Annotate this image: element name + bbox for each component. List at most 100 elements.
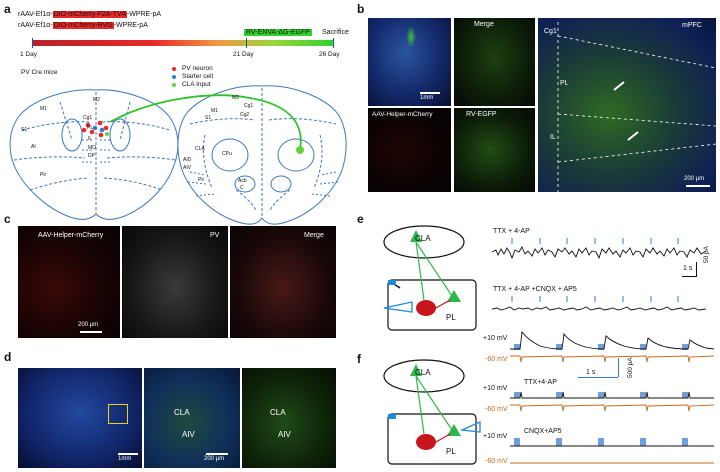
sacrifice-label: Sacrifice <box>322 29 349 36</box>
d-merge-image: CLA AIV 200 μm <box>144 368 240 468</box>
region-acb-right: Acb <box>238 178 247 184</box>
b-mpfc-boundaries <box>557 22 716 192</box>
virus-line-2-post: -WPRE-pA <box>113 22 148 29</box>
b-mcherry-image: AAV-Helper-mCherry <box>368 108 451 192</box>
c-scale-200um: 200 μm <box>78 322 99 328</box>
e-trace1-label: TTX + 4-AP <box>493 228 530 235</box>
panel-d-label: d <box>4 350 12 364</box>
e-cla-label: CLA <box>415 234 431 243</box>
brain-sections-diagram <box>9 85 347 225</box>
region-cg1: Cg1 <box>83 115 93 121</box>
region-cg2-right: Cg2 <box>240 112 250 118</box>
f-vneg-2: -60 mV <box>485 406 508 413</box>
region-dp: DP <box>88 153 95 159</box>
legend: PV neuron Starter cell CLA Input <box>172 65 213 89</box>
c-pv-image: PV <box>122 226 228 338</box>
panel-f-label: f <box>357 352 361 366</box>
f-cla-label: CLA <box>415 368 431 377</box>
c-merge-label: Merge <box>304 232 324 239</box>
legend-label: Starter cell <box>182 72 214 80</box>
b-region-cg1: Cg1 <box>544 28 557 35</box>
f-pl-label: PL <box>446 447 456 456</box>
region-pir-right: Pir <box>198 177 205 183</box>
region-cg1-right: Cg1 <box>244 103 254 109</box>
timeline-tick-26 <box>333 38 334 48</box>
e-circuit-schematic <box>383 225 477 331</box>
left-section-outline <box>9 89 179 220</box>
e-trace-1 <box>492 238 706 260</box>
b-scale-bar-1mm <box>420 92 440 94</box>
virus-line-2-construct: DIO-mCherry-RVG <box>52 22 114 29</box>
c-scale-bar <box>80 331 102 333</box>
b-mpfc-label: mPFC <box>682 22 702 29</box>
c-mcherry-image: AAV-Helper-mCherry 200 μm <box>18 226 120 338</box>
d-scale-1mm: 1mm <box>118 456 132 462</box>
f-cond3-label: CNQX+AP5 <box>524 428 562 435</box>
f-vpos-1: +10 mV <box>483 335 508 342</box>
timeline-tick-21 <box>246 38 247 48</box>
virus-line-1-construct: DIO-mCherry-F2A-TVA <box>52 11 127 18</box>
f-scale-time: 1 s <box>586 369 596 376</box>
f-traces <box>510 330 714 464</box>
d-region-cla: CLA <box>174 408 190 417</box>
b-region-il: IL <box>550 134 556 141</box>
d-zoom-box <box>108 404 128 424</box>
right-section-outline <box>177 85 347 225</box>
d-egfp-image: CLA AIV <box>242 368 336 468</box>
virus-line-1: rAAV-Ef1α-DIO-mCherry-F2A-TVA-WPRE-pA <box>18 11 161 18</box>
region-m1-right: M1 <box>211 108 218 114</box>
e-trace-2 <box>492 296 706 311</box>
b-helper-label: AAV-Helper-mCherry <box>372 111 433 118</box>
f-vneg-3: -60 mV <box>485 458 508 465</box>
b-rv-label: RV-EGFP <box>466 111 497 118</box>
panel-e-label: e <box>357 212 364 226</box>
f-cond2-label: TTX+4-AP <box>524 379 557 386</box>
b-mpfc-image: mPFC Cg1 PL IL 200 μm <box>538 18 716 192</box>
b-scale-200um: 200 μm <box>684 176 705 182</box>
region-m1: M1 <box>40 106 47 112</box>
c-merge-image: Merge <box>230 226 336 338</box>
virus-line-2-pre: rAAV-Ef1α- <box>18 22 53 29</box>
timeline-day-1: 1 Day <box>20 51 37 58</box>
region-cpu-right: CPu <box>222 151 232 157</box>
e-scale-time: 1 s <box>683 265 693 272</box>
f-vneg-1: -60 mV <box>485 356 508 363</box>
legend-item-cla: CLA Input <box>172 81 213 89</box>
region-pl: PL <box>87 125 94 131</box>
f-vpos-3: +10 mV <box>483 433 508 440</box>
f-scale-bar-h <box>578 377 618 378</box>
mouse-label: PV Cre mice <box>21 69 58 76</box>
legend-label: PV neuron <box>182 64 213 72</box>
region-s1-right: S1 <box>205 115 212 121</box>
f-circuit-schematic <box>383 359 481 465</box>
region-ai: AI <box>31 144 36 150</box>
legend-dot-red <box>172 67 176 71</box>
panel-a-label: a <box>4 2 11 16</box>
f-scale-bar-v <box>618 358 619 377</box>
d-overview-image: 1mm <box>18 368 142 468</box>
legend-dot-green <box>172 83 176 87</box>
timeline-day-21: 21 Day <box>233 51 254 58</box>
virus-line-1-post: -WPRE-pA <box>126 11 162 18</box>
cla-projection-line <box>109 94 302 151</box>
legend-label: CLA Input <box>182 80 211 88</box>
b-merge-image: Merge <box>454 18 535 106</box>
b-scale-1mm: 1mm <box>420 95 434 101</box>
region-aiv-right: AIV <box>183 165 192 171</box>
cla-input-dot <box>296 146 304 154</box>
e-scale-bar-v <box>696 262 697 277</box>
e-scale-amp: 50 pA <box>703 246 710 263</box>
d-scale-bar-1mm <box>118 453 138 455</box>
region-s1: S1 <box>21 127 28 133</box>
region-mo: MO <box>88 145 97 151</box>
b-scale-bar-200um <box>686 185 710 187</box>
region-cla-right: CLA <box>195 146 205 152</box>
region-m2: M2 <box>93 97 100 103</box>
region-aid-right: AID <box>183 157 192 163</box>
d-region-aiv: AIV <box>182 430 195 439</box>
legend-dot-blue <box>172 75 176 79</box>
virus-line-1-pre: rAAV-Ef1α- <box>18 11 53 18</box>
right-cpu <box>211 138 249 172</box>
region-m2-right: M2 <box>232 95 239 101</box>
arrow-icon <box>627 131 639 141</box>
